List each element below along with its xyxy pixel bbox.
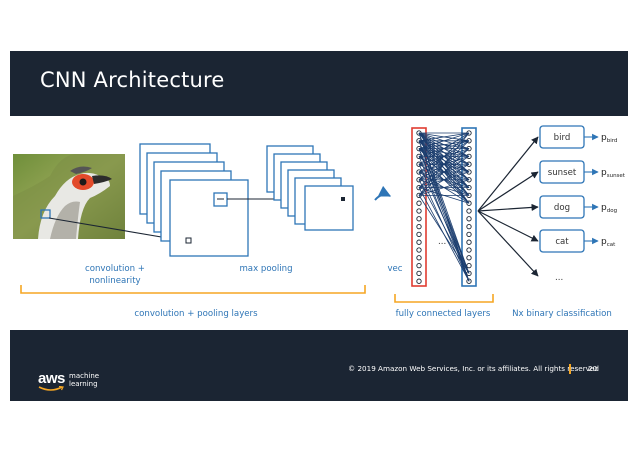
label-conv-line1: convolution + [85,264,145,274]
class-box-dog: dog [539,195,585,219]
fc-line [418,140,470,149]
slide-header: CNN Architecture [10,51,628,116]
pooled-feature-maps [266,145,354,231]
hidden-node [466,278,472,284]
fc-ellipsis: ... [438,237,446,247]
slide-title: CNN Architecture [40,68,225,92]
conv-pool-bracket [20,285,366,294]
hidden-node [466,223,472,230]
label-conv-line2: nonlinearity [89,276,140,286]
input-bird-image [13,154,125,239]
hidden-node [466,262,472,269]
fc-connections [418,132,470,282]
svg-text:bird: bird [554,133,571,143]
hidden-node [466,255,472,261]
fan-arrow [477,136,539,212]
fc-line [418,148,470,188]
fan-arrow [477,210,539,242]
prob-bird: pbird [601,133,617,144]
input-receptive-field [40,209,51,219]
fan-arrow [477,171,539,212]
page-number: 20 [588,364,598,373]
label-conv-pool-layers: convolution + pooling layers [134,309,258,319]
vec-arrow [374,185,392,201]
class-box-cat: cat [539,229,585,253]
fc-line [418,148,470,204]
label-vec: vec [387,264,402,274]
conv-point [185,237,192,244]
vec-node [416,208,422,214]
hidden-node [466,231,472,238]
fc-line [418,148,470,282]
prob-dog: pdog [601,203,617,214]
vec-node [416,216,422,222]
vec-node [416,255,422,261]
vec-node [416,270,422,277]
hidden-nodes [466,130,472,284]
fc-line [418,179,470,196]
pooled-point [341,197,345,201]
vec-node [416,262,422,269]
vec-node [416,231,422,238]
vec-node [416,223,422,230]
svg-text:cat: cat [555,237,569,247]
fan-arrow [477,203,539,212]
fc-line [418,132,470,142]
svg-text:sunset: sunset [548,168,577,178]
aws-smile-icon [38,386,64,391]
fc-line [418,148,470,157]
fc-bracket [394,294,494,303]
hidden-node [466,216,472,222]
fc-line [418,132,470,149]
class-box-bird: bird [539,125,585,149]
fc-line [418,140,470,274]
vec-node [416,239,422,245]
fc-line [418,132,470,196]
svg-text:dog: dog [554,203,570,213]
hidden-column [461,127,477,287]
class-box-sunset: sunset [539,160,585,184]
vec-nodes [416,130,422,284]
hidden-node [466,247,472,253]
hidden-node [466,208,472,214]
fc-line [418,195,470,274]
vec-node [416,200,422,206]
output-arrows [584,133,599,245]
label-max-pooling: max pooling [239,264,292,274]
copyright-notice: © 2019 Amazon Web Services, Inc. or its … [348,364,599,373]
class-ellipsis: ... [555,273,563,283]
prob-cat: pcat [601,237,616,248]
fc-line [418,132,470,165]
fc-line [418,132,470,181]
fc-line [418,148,470,173]
prob-sunset: psunset [601,168,626,179]
slide-footer: © 2019 Amazon Web Services, Inc. or its … [10,330,628,401]
logo-line-2: learning [69,380,98,388]
aws-logo: aws [38,370,65,387]
fan-arrow [477,210,539,277]
cnn-diagram: ... bird sunset dog cat ... pbird p [13,125,626,319]
logo-line-1: machine [69,372,100,380]
footer-separator [569,364,571,374]
fan-out-arrows [477,136,539,277]
label-nx-binary: Nx binary classification [512,309,612,319]
slide: CNN Architecture [10,51,628,401]
label-fc-layers: fully connected layers [396,309,491,319]
fc-line [418,148,470,196]
fc-line [418,163,470,196]
vec-node [416,278,422,284]
hidden-node [466,239,472,245]
conv-feature-maps [139,143,249,257]
vec-node [416,247,422,253]
